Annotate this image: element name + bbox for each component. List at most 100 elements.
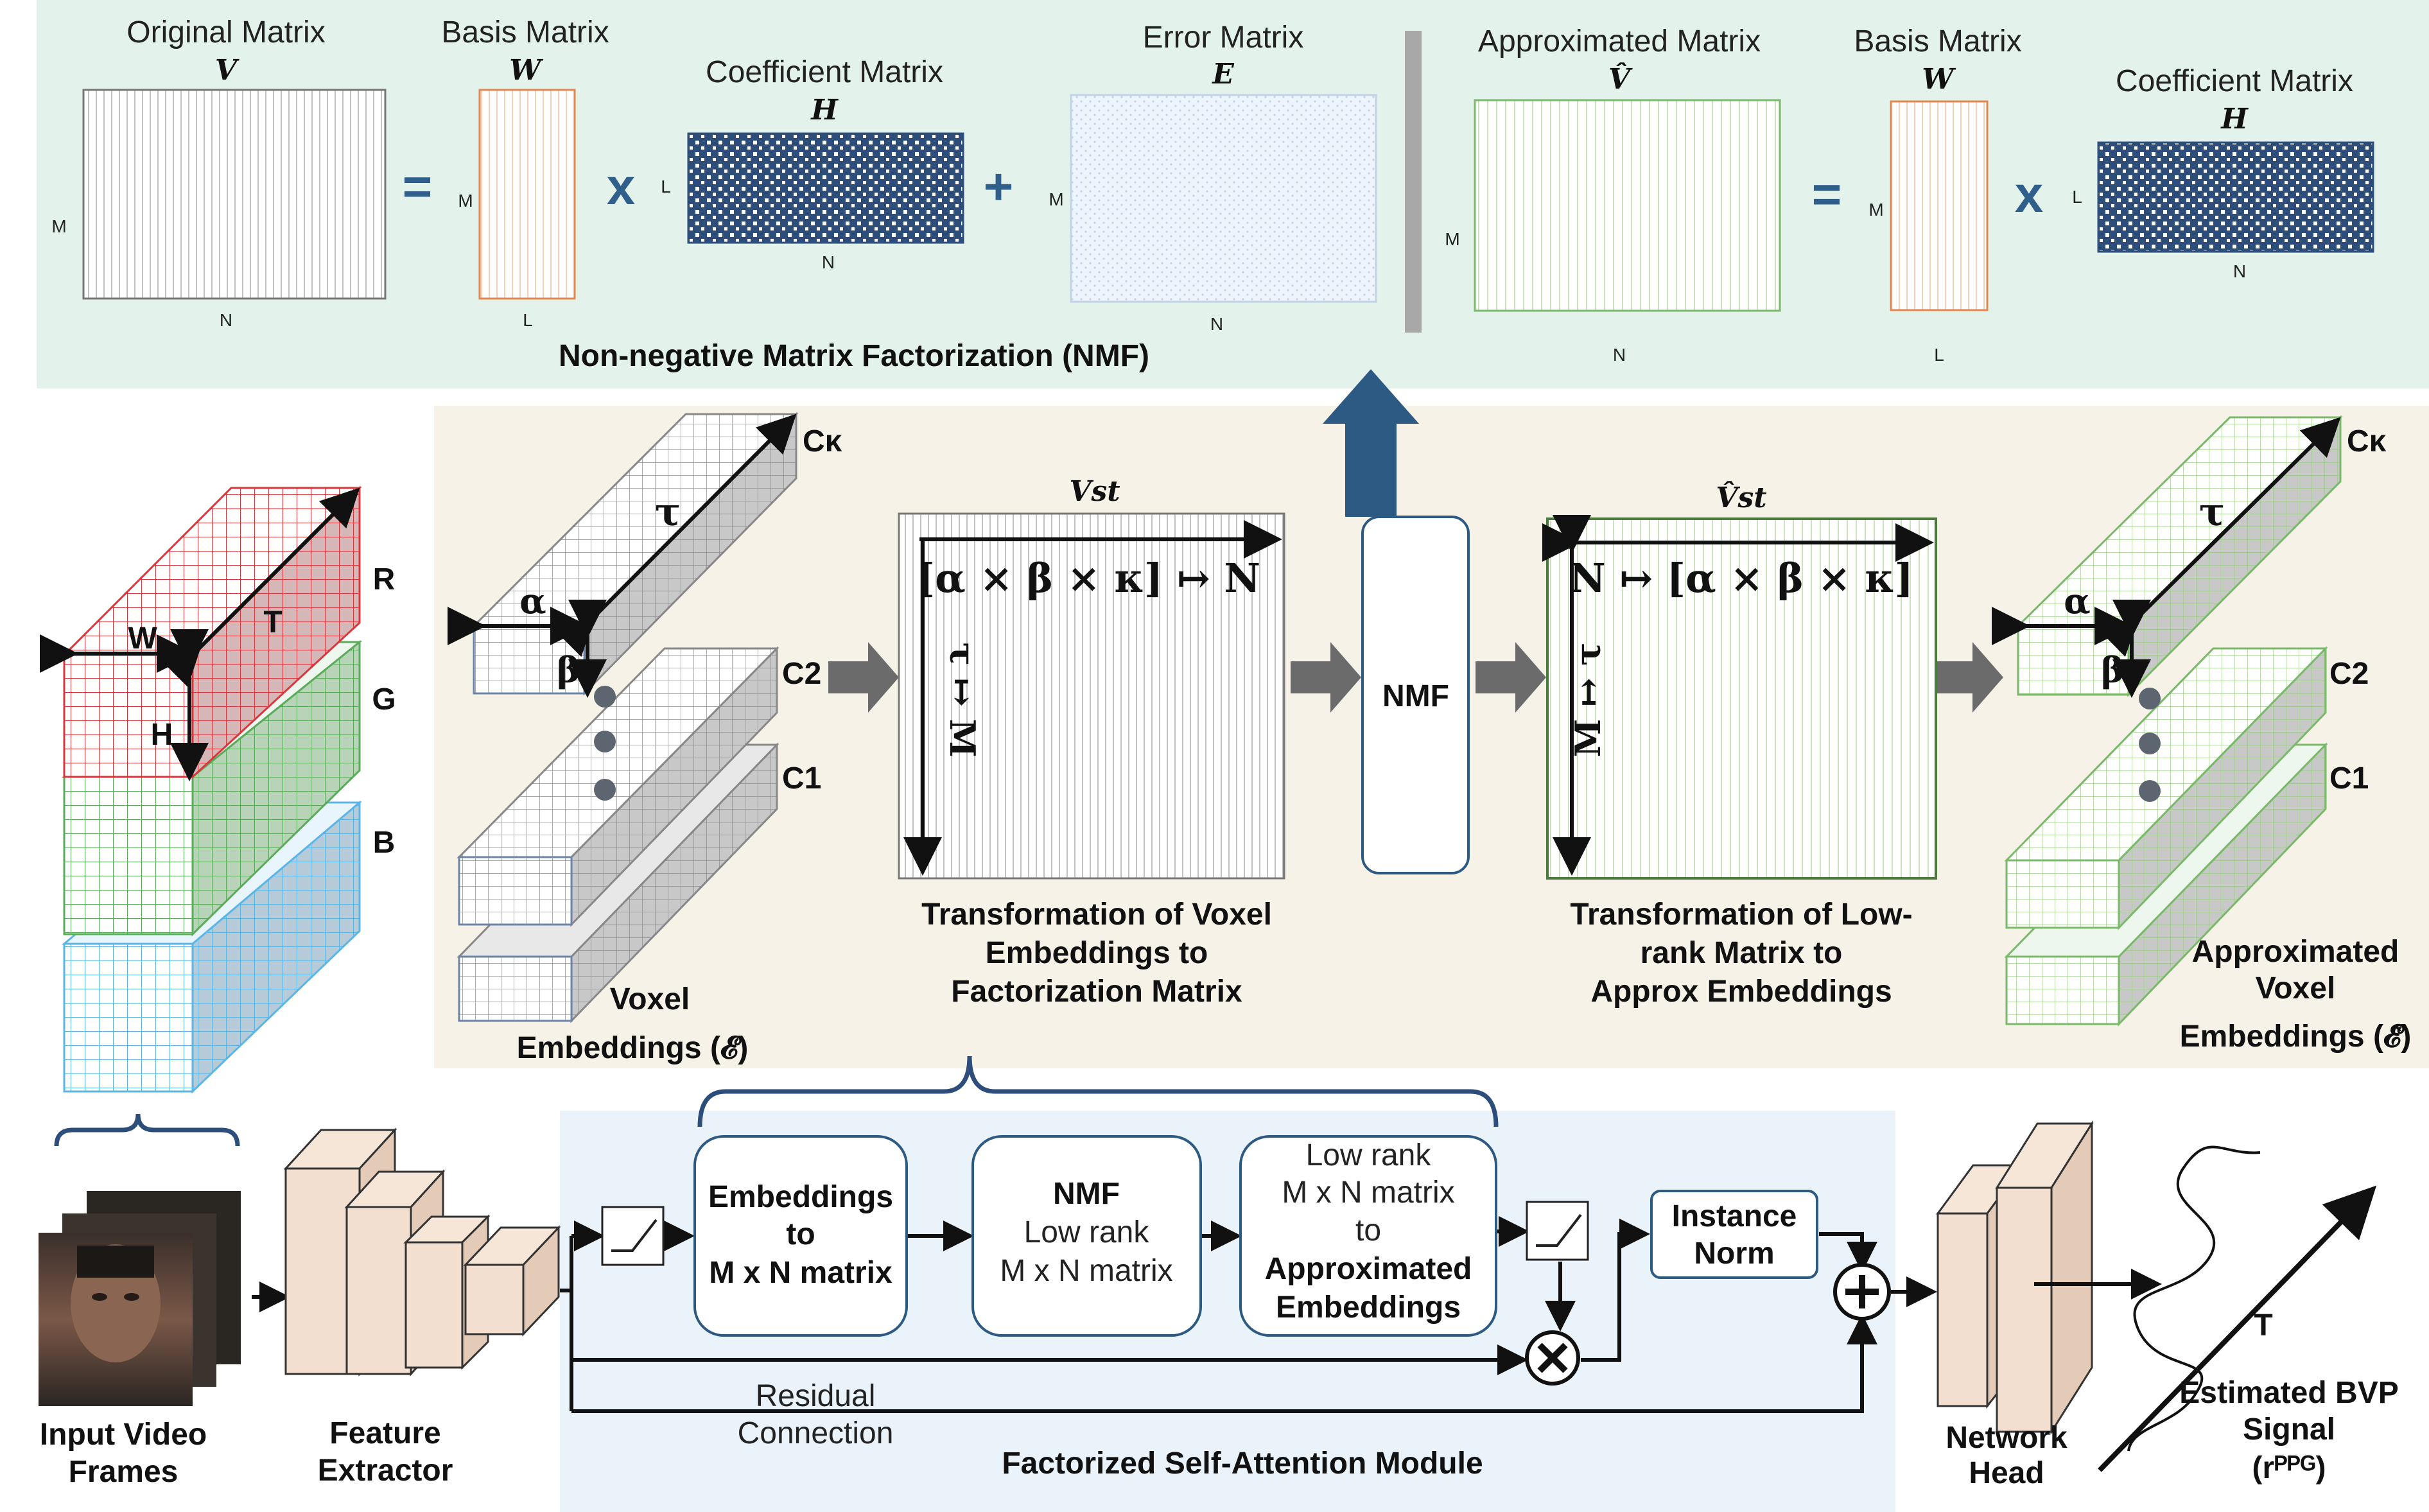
residual-label-line-2: Connection <box>738 1416 894 1450</box>
input-brace <box>54 1113 240 1147</box>
vst-hat-side-mapping: M ↦ τ <box>1567 643 1608 758</box>
width-label: W <box>128 621 157 656</box>
panel-divider <box>1405 31 1422 333</box>
beta-label: β <box>557 649 580 690</box>
instance-norm-box: Instance Norm <box>1650 1190 1818 1279</box>
multiply-sign-left: x <box>607 158 636 215</box>
approx-voxel-caption-line-2: Voxel <box>2256 971 2336 1005</box>
activation-icon <box>601 1206 665 1266</box>
signal-caption-line-2: Signal <box>2243 1412 2335 1447</box>
box3-line-2: M x N matrix <box>1282 1176 1454 1210</box>
error-matrix <box>1070 94 1377 303</box>
approx-alpha-label: α <box>2064 580 2091 621</box>
nmf-panel: Original Matrix V M N = Basis Matrix W M… <box>37 0 2429 388</box>
box2-line-1: NMF <box>1053 1177 1120 1211</box>
error-matrix-symbol: E <box>1211 58 1235 91</box>
module-title: Factorized Self-Attention Module <box>1002 1447 1483 1481</box>
signal-caption-line-3: (rᴾᴾᴳ) <box>2252 1451 2326 1485</box>
feature-extractor: Feature Extractor <box>283 1127 561 1488</box>
error-matrix-label: Error Matrix <box>1143 21 1304 55</box>
module-flow-lines <box>560 1216 1937 1413</box>
original-matrix-label: Original Matrix <box>126 15 325 49</box>
approx-beta-label: β <box>2101 649 2124 690</box>
ellipsis-dot <box>594 731 616 752</box>
head-caption-line-1: Network <box>1946 1421 2068 1455</box>
basis-matrix-left <box>478 89 576 300</box>
box1-line-3: M x N matrix <box>709 1256 892 1290</box>
approx-tau-label: τ <box>2199 490 2225 535</box>
channel-k-label: Cκ <box>803 424 842 458</box>
vst-hat-caption-line-2: rank Matrix to <box>1641 936 1843 970</box>
approx-voxel-caption-line-1: Approximated <box>2192 935 2399 969</box>
up-arrow-to-nmf <box>1323 369 1419 517</box>
box2-line-2: Low rank <box>1024 1215 1150 1249</box>
box1-line-1: Embeddings <box>708 1180 893 1214</box>
embeddings-to-matrix-box: Embeddings to M x N matrix <box>693 1135 908 1337</box>
vst-caption-line-3: Factorization Matrix <box>951 975 1242 1009</box>
basis-matrix-cols-right: L <box>1934 345 1944 365</box>
box3-line-5: Embeddings <box>1276 1290 1461 1325</box>
instance-norm-line-2: Norm <box>1694 1237 1774 1271</box>
vst-hat-matrix <box>1546 517 1937 880</box>
instance-norm-line-1: Instance <box>1672 1199 1797 1233</box>
box3-line-1: Low rank <box>1306 1138 1432 1172</box>
basis-matrix-symbol-right: W <box>1922 63 1956 96</box>
approximated-matrix-cols: N <box>1613 345 1626 365</box>
nmf-low-rank-box: NMF Low rank M x N matrix <box>971 1135 1202 1337</box>
basis-matrix-symbol-left: W <box>509 54 544 87</box>
basis-matrix-right <box>1890 100 1989 311</box>
error-matrix-cols: N <box>1210 314 1223 334</box>
vst-side-mapping: τ ↦ M <box>942 643 983 758</box>
original-matrix <box>82 89 387 300</box>
height-label: H <box>151 718 173 752</box>
voxel-embeddings: α β τ Cκ C2 C1 Voxel Embeddings (𝓔) <box>448 412 842 1065</box>
box3-line-3: to <box>1355 1213 1381 1247</box>
ellipsis-dot <box>594 686 616 708</box>
coefficient-matrix-right <box>2097 141 2374 253</box>
approximated-matrix-symbol: V̂ <box>1608 62 1633 96</box>
basis-matrix-label-right: Basis Matrix <box>1854 24 2021 58</box>
bvp-signal: T Estimated BVP Signal (rᴾᴾᴳ) <box>2098 1145 2399 1485</box>
approximated-matrix-rows: M <box>1445 229 1459 249</box>
signal-time-axis-label: T <box>2254 1308 2272 1343</box>
nmf-block: NMF <box>1361 516 1470 874</box>
feature-caption-line-1: Feature <box>329 1416 440 1450</box>
add-node <box>1833 1263 1891 1321</box>
coefficient-matrix-label-left: Coefficient Matrix <box>706 55 943 89</box>
equals-sign-left: = <box>403 158 433 215</box>
coefficient-matrix-cols-right: N <box>2233 261 2246 281</box>
equals-sign-right: = <box>1812 166 1842 223</box>
multiply-node <box>1525 1330 1580 1386</box>
vst-hat-caption-line-3: Approx Embeddings <box>1590 975 1892 1009</box>
vst-matrix-block: Vst [α × β × κ] ↦ N τ ↦ M Transformation… <box>898 475 1285 1009</box>
signal-waveform <box>2127 1145 2261 1452</box>
box2-line-3: M x N matrix <box>1000 1254 1172 1288</box>
multiply-sign-right: x <box>2015 166 2044 223</box>
input-video-frames: Input Video Frames <box>39 1191 241 1489</box>
approximated-matrix-label: Approximated Matrix <box>1478 24 1761 58</box>
basis-matrix-rows-right: M <box>1868 200 1883 220</box>
approximated-matrix <box>1474 99 1781 312</box>
coefficient-matrix-rows-left: L <box>661 177 671 196</box>
rgb-frame-cubes: W H T R G B <box>40 485 396 1094</box>
channel-2-label: C2 <box>782 657 821 691</box>
nmf-pill <box>1361 516 1470 874</box>
approximated-voxel-embeddings: α β τ Cκ C2 C1 Approximated Voxel Embedd… <box>1992 415 2411 1054</box>
r-channel-label: R <box>373 562 396 596</box>
plus-sign: + <box>984 158 1014 215</box>
ellipsis-dot <box>2139 780 2161 802</box>
head-caption-line-2: Head <box>1969 1456 2044 1490</box>
vst-hat-matrix-block: V̂st N ↦ [α × β × κ] M ↦ τ Transformatio… <box>1542 480 1937 1009</box>
original-matrix-symbol: V <box>215 54 239 87</box>
coefficient-matrix-rows-right: L <box>2072 187 2082 207</box>
vst-symbol: Vst <box>1069 475 1120 508</box>
feature-caption-line-2: Extractor <box>318 1454 453 1488</box>
voxel-caption-line-1: Voxel <box>610 982 690 1016</box>
vst-hat-top-mapping: N ↦ [α × β × κ] <box>1569 555 1913 602</box>
ellipsis-dot <box>594 779 616 801</box>
b-channel-label: B <box>373 826 396 860</box>
vst-hat-caption-line-1: Transformation of Low- <box>1570 898 1912 932</box>
basis-matrix-rows-left: M <box>458 191 473 211</box>
network-head: Network Head <box>1936 1120 2094 1490</box>
